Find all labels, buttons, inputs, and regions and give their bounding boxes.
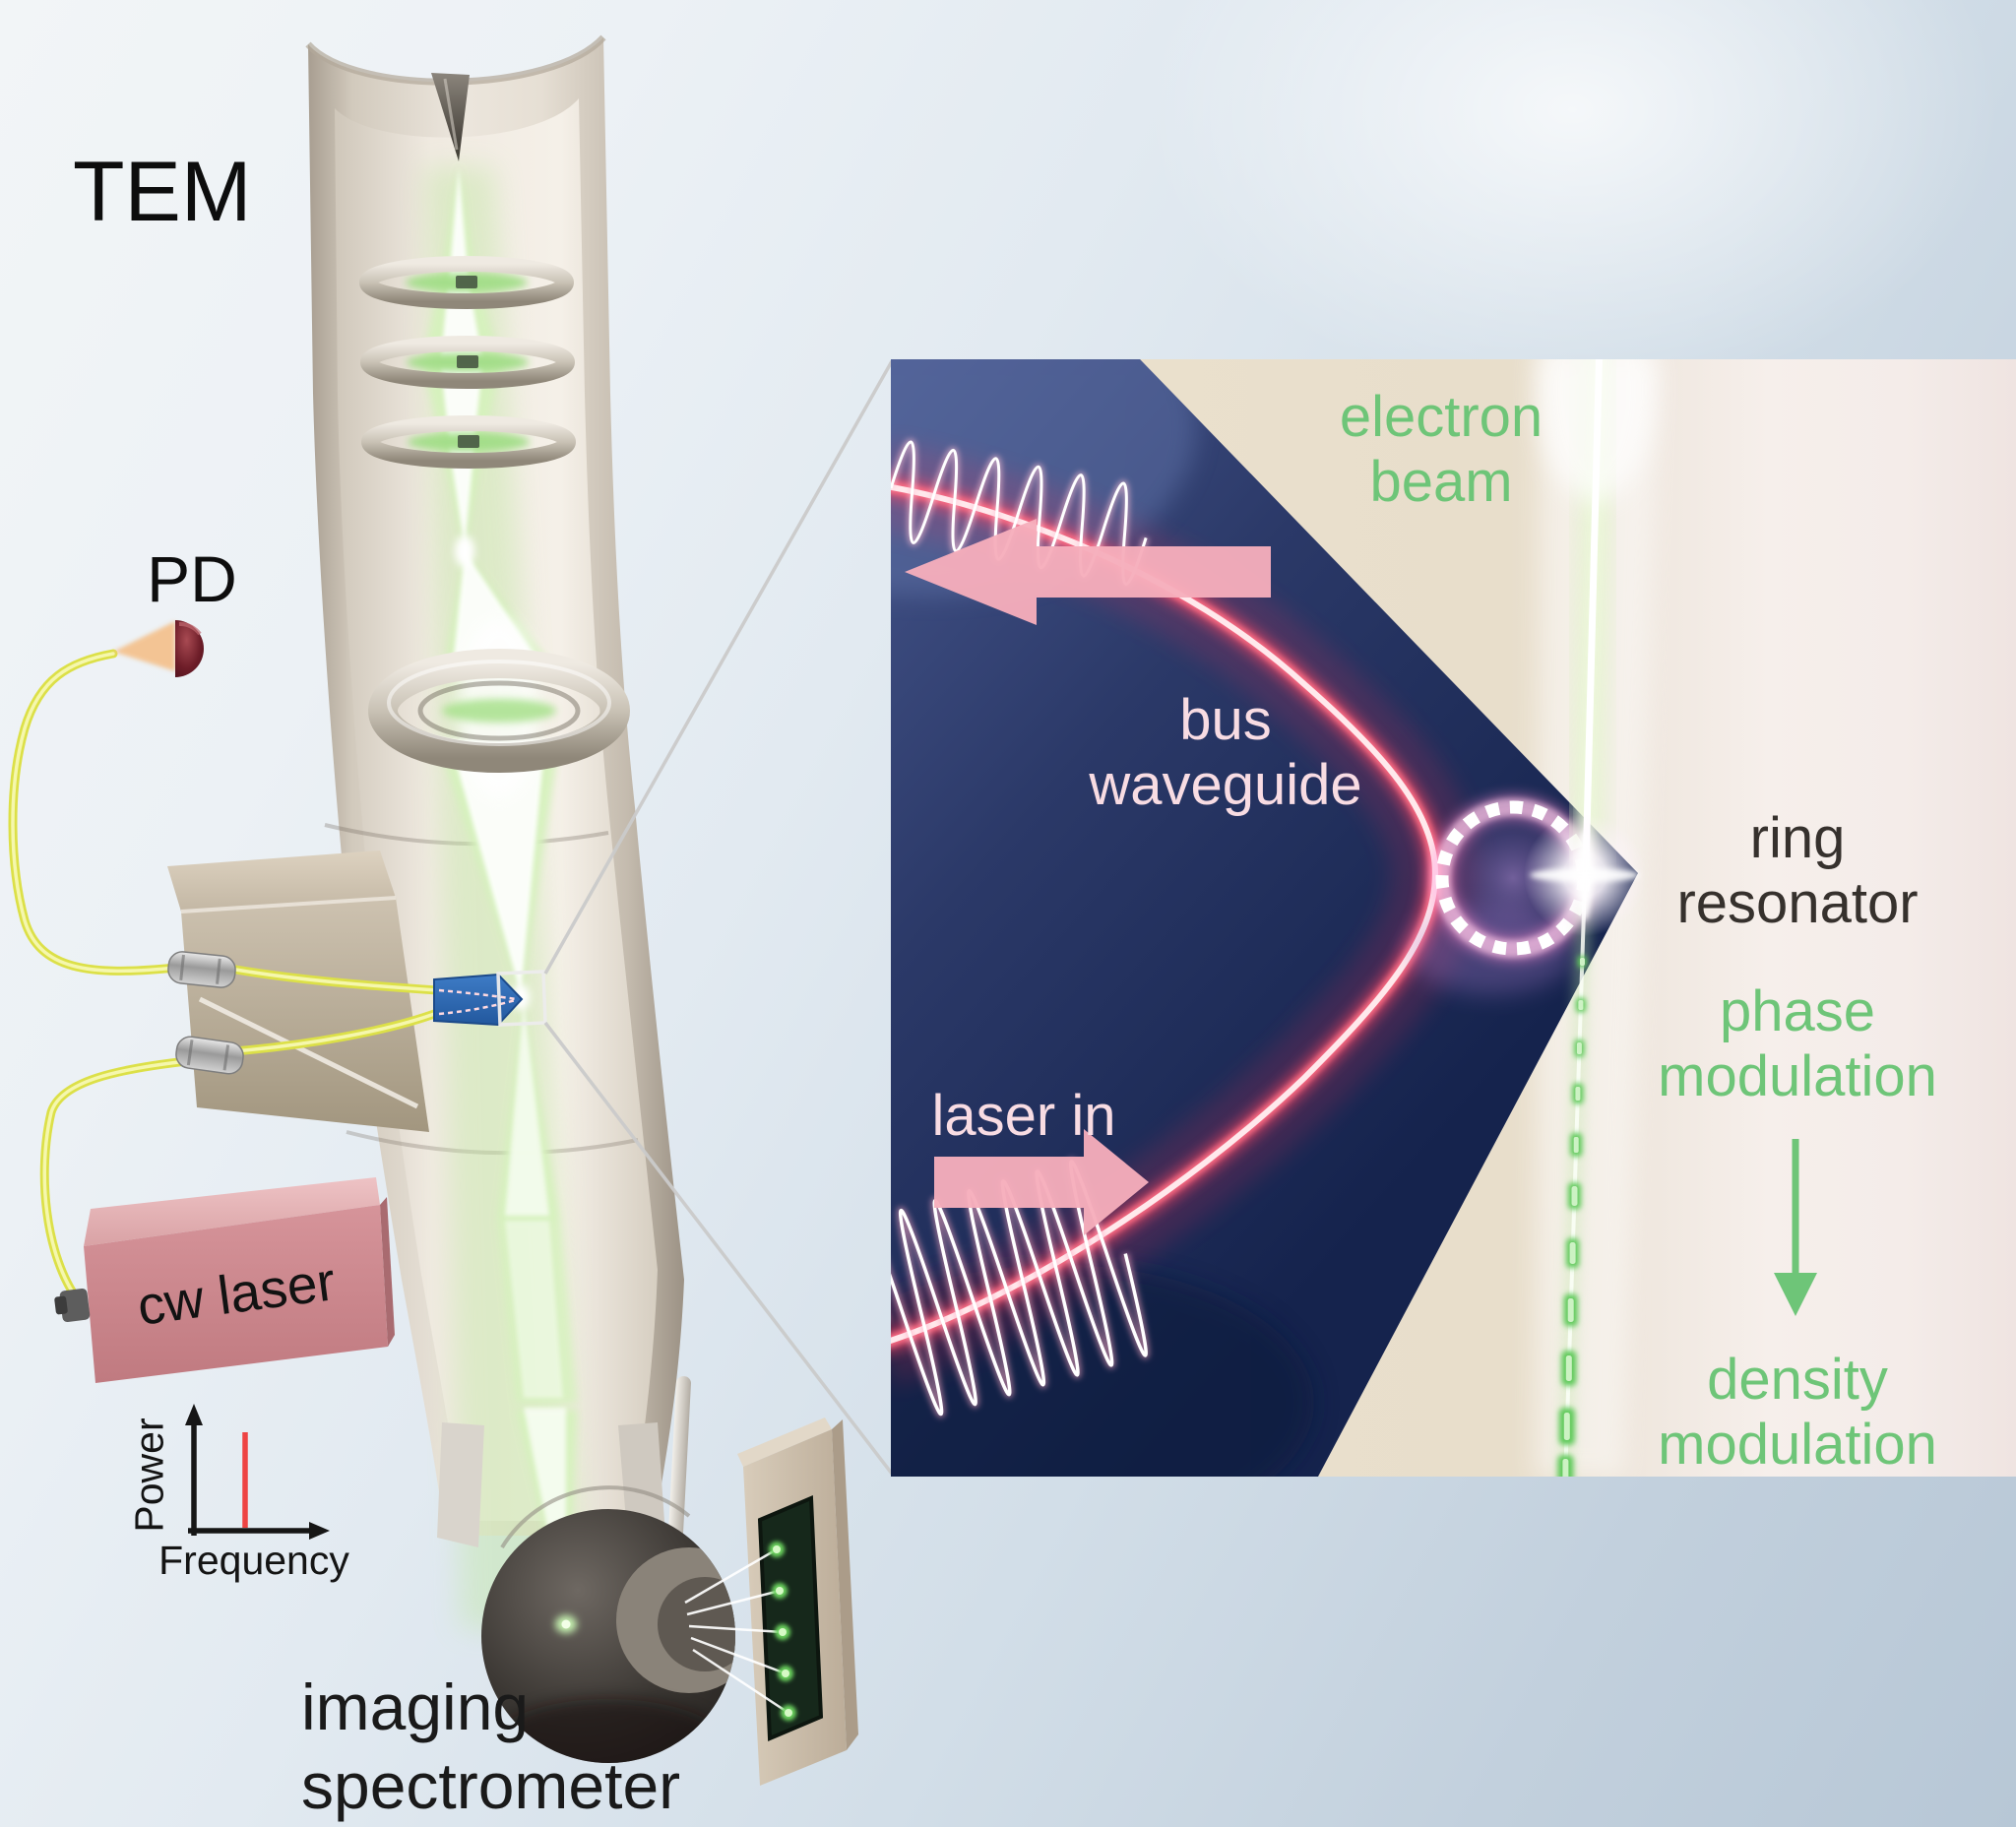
photodetector-dome (175, 620, 204, 677)
phase-modulation-label: phase modulation (1658, 979, 1937, 1108)
condenser-lens-2 (360, 336, 575, 389)
sample-holder (167, 850, 429, 1132)
phase-to-density-arrow-icon (1774, 1139, 1817, 1316)
objective-lens (368, 649, 630, 773)
electron-gun-icon (431, 73, 470, 161)
pd-light-cone-icon (113, 621, 175, 671)
fiber-feedthrough-to-chip-bottom (228, 1008, 442, 1056)
fiber-feedthrough-top (167, 951, 236, 988)
laser-in-label: laser in (931, 1084, 1116, 1148)
frequency-axis-label: Frequency (158, 1538, 349, 1583)
inset-panel: electron beam bus waveguide laser in rin… (891, 359, 2016, 1477)
cw-laser-box (54, 1177, 395, 1383)
fiber-feedthrough-to-chip-top (220, 963, 442, 995)
condenser-lens-1 (359, 256, 574, 309)
column-bottom-wall-left (437, 1422, 484, 1547)
bus-waveguide-label: bus waveguide (1089, 688, 1362, 817)
electron-beam-label: electron beam (1339, 385, 1544, 514)
zoom-connector-line-bottom (543, 1021, 894, 1476)
density-modulated-pulses (1557, 956, 1587, 1477)
input-wave-icon (891, 1158, 1151, 1418)
ring-resonator-label: ring resonator (1676, 806, 1919, 935)
optical-fibers (8, 649, 442, 1306)
interaction-flash (1524, 814, 1646, 936)
electron-beam-line (1537, 359, 1655, 1477)
fiber-pd-to-feedthrough (8, 649, 180, 976)
detector-screen (757, 1495, 824, 1741)
inset-graphics (891, 359, 2016, 1477)
imaging-spectrometer-prism (481, 1485, 735, 1763)
power-axis-label: Power (126, 1418, 172, 1533)
laser-in-arrow-icon (934, 1129, 1149, 1235)
fiber-laser-to-feedthrough (39, 1056, 192, 1306)
pd-label: PD (147, 542, 237, 615)
zoom-connector-line-top (543, 360, 894, 975)
detector-spots (769, 1542, 796, 1721)
tem-label: TEM (73, 145, 252, 239)
laser-out-arrow-icon (905, 519, 1271, 625)
output-wave-icon (891, 438, 1150, 588)
density-modulation-label: density modulation (1658, 1348, 1937, 1477)
fiber-feedthrough-bottom (175, 1036, 244, 1075)
electron-streaks (684, 1547, 789, 1715)
imaging-spectrometer-label: imaging spectrometer (301, 1670, 681, 1822)
spectrum-plot (185, 1404, 330, 1540)
photodetector (113, 620, 204, 677)
detector-box (684, 1418, 858, 1786)
condenser-lens-3 (361, 415, 576, 469)
laser-fiber-connector (54, 1288, 91, 1323)
